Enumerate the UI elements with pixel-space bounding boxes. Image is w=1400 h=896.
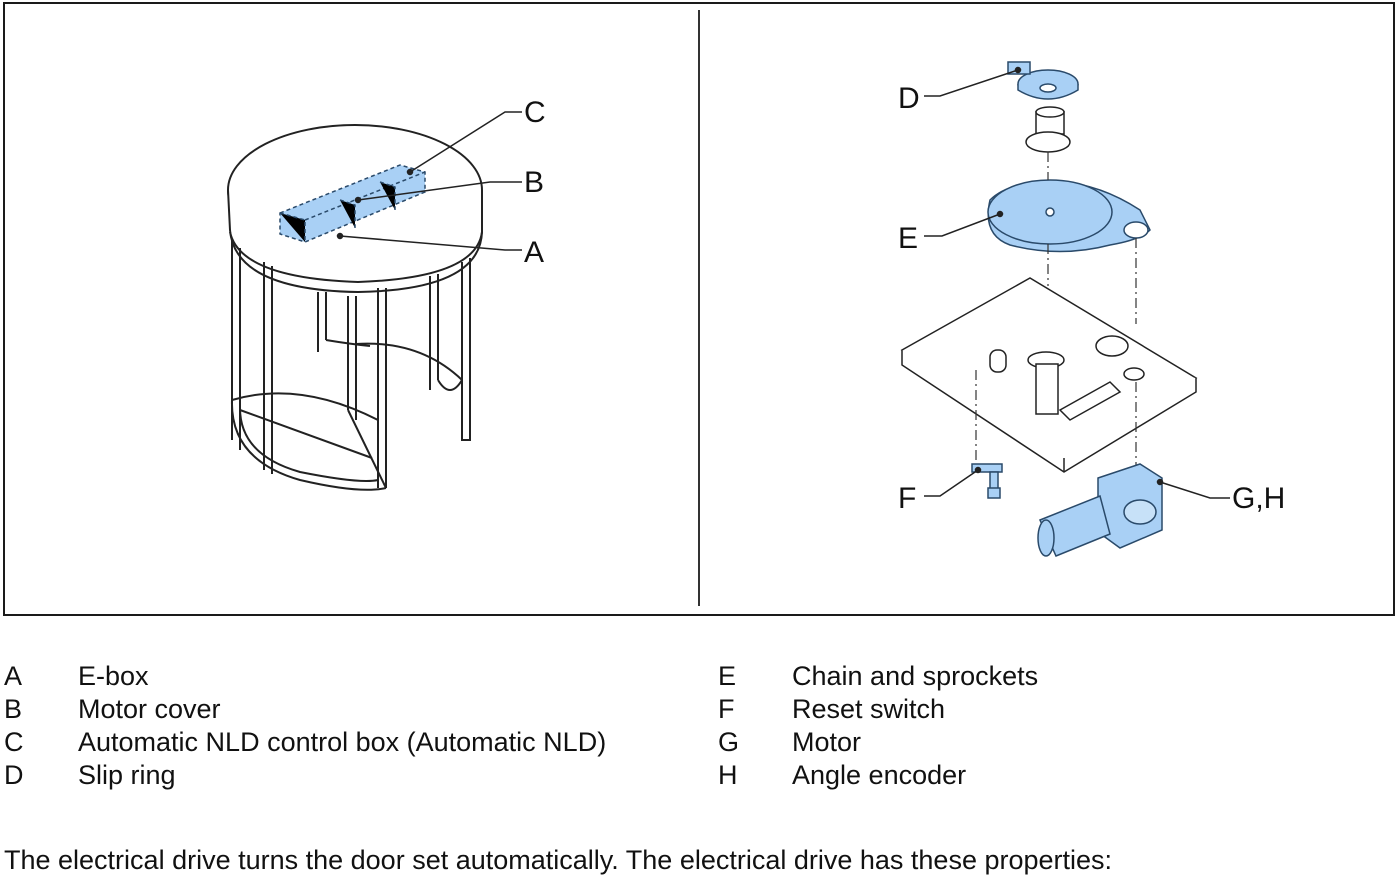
base-plate: [900, 277, 1198, 473]
shaft-coupling: [1025, 106, 1071, 153]
slip-ring-part: [1007, 61, 1079, 100]
legend-text: Motor: [792, 727, 862, 757]
callout-c: C: [524, 96, 546, 129]
callout-gh: G,H: [1232, 482, 1285, 515]
legend-text: Motor cover: [78, 694, 221, 724]
legend-item: B Motor cover: [4, 693, 606, 726]
legend-letter: E: [718, 661, 737, 691]
legend-item: C Automatic NLD control box (Automatic N…: [4, 726, 606, 759]
callout-b: B: [524, 166, 544, 199]
legend-letter: B: [4, 694, 23, 724]
legend-item: D Slip ring: [4, 759, 606, 792]
legend-letter: H: [718, 760, 738, 790]
legend-text: E-box: [78, 661, 149, 691]
legend-item: G Motor: [718, 726, 1038, 759]
legend-left: A E-box B Motor cover C Automatic NLD co…: [4, 660, 606, 792]
legend-text: Reset switch: [792, 694, 946, 724]
motor-encoder-part: [1037, 463, 1163, 557]
legend-letter: F: [718, 694, 735, 724]
legend-text: Automatic NLD control box (Automatic NLD…: [78, 727, 607, 757]
reset-switch-part: [971, 463, 1003, 499]
callout-f: F: [898, 482, 916, 515]
legend-letter: D: [4, 760, 24, 790]
legend-letter: G: [718, 727, 740, 757]
legend-item: E Chain and sprockets: [718, 660, 1038, 693]
legend-item: H Angle encoder: [718, 759, 1038, 792]
alignment-lines: [975, 152, 1137, 466]
legend-item: A E-box: [4, 660, 606, 693]
ebox-assembly: [279, 164, 426, 243]
callout-e: E: [898, 222, 918, 255]
callout-d: D: [898, 82, 920, 115]
panel-divider: [698, 10, 700, 606]
chain-sprocket-part: [987, 179, 1151, 253]
legend-text: Slip ring: [78, 760, 176, 790]
legend-text: Angle encoder: [792, 760, 967, 790]
legend-letter: A: [4, 661, 23, 691]
legend-right: E Chain and sprockets F Reset switch G M…: [718, 660, 1038, 792]
left-leader-lines: [336, 111, 522, 251]
right-leader-lines: [924, 66, 1230, 499]
legend-item: F Reset switch: [718, 693, 1038, 726]
legend-text: Chain and sprockets: [792, 661, 1039, 691]
figure-frame: [3, 2, 1395, 616]
legend-letter: C: [4, 727, 24, 757]
caption-text: The electrical drive turns the door set …: [4, 845, 1113, 875]
drive-illustration: C B A: [227, 61, 1285, 557]
callout-a: A: [524, 236, 544, 269]
revolving-door-drawing: [227, 124, 483, 491]
